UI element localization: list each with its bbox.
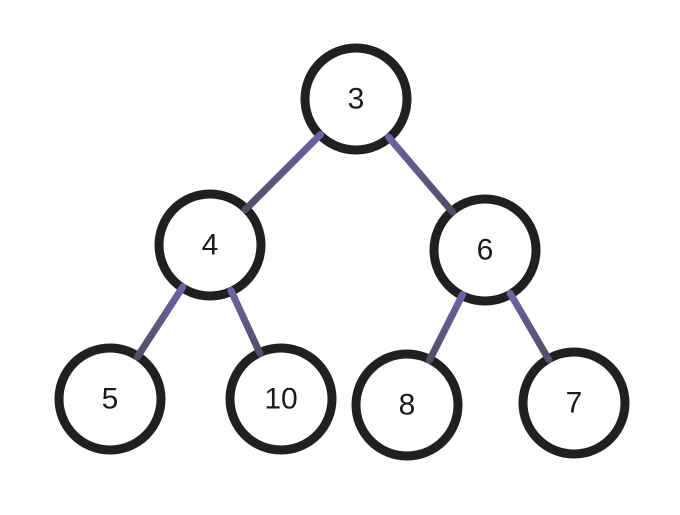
tree-node-circle-6 [429, 194, 541, 306]
tree-node-circle-10 [225, 343, 337, 455]
tree-edge-6-8 [425, 291, 467, 364]
tree-nodes-layer [54, 43, 630, 461]
tree-node-label-4: 4 [202, 229, 219, 262]
tree-node-label-7: 7 [566, 387, 583, 420]
tree-edge-4-5 [133, 283, 187, 361]
tree-node-label-10: 10 [264, 383, 297, 416]
tree-node-label-6: 6 [477, 234, 494, 267]
tree-node-label-3: 3 [348, 83, 365, 116]
tree-edge-3-4 [241, 130, 325, 214]
tree-node-circle-4 [154, 189, 266, 301]
tree-node-circle-7 [518, 347, 630, 459]
tree-edges-layer [133, 130, 553, 364]
tree-labels-layer: 3 4 6 5 10 8 7 [102, 83, 583, 422]
tree-edge-6-7 [506, 289, 553, 364]
tree-node-label-8: 8 [399, 389, 416, 422]
tree-node-circle-8 [351, 349, 463, 461]
tree-node-circle-3 [300, 43, 412, 155]
tree-node-circle-5 [54, 343, 166, 455]
tree-edge-4-10 [227, 286, 264, 358]
tree-node-label-5: 5 [102, 383, 119, 416]
tree-edge-3-6 [384, 133, 457, 216]
